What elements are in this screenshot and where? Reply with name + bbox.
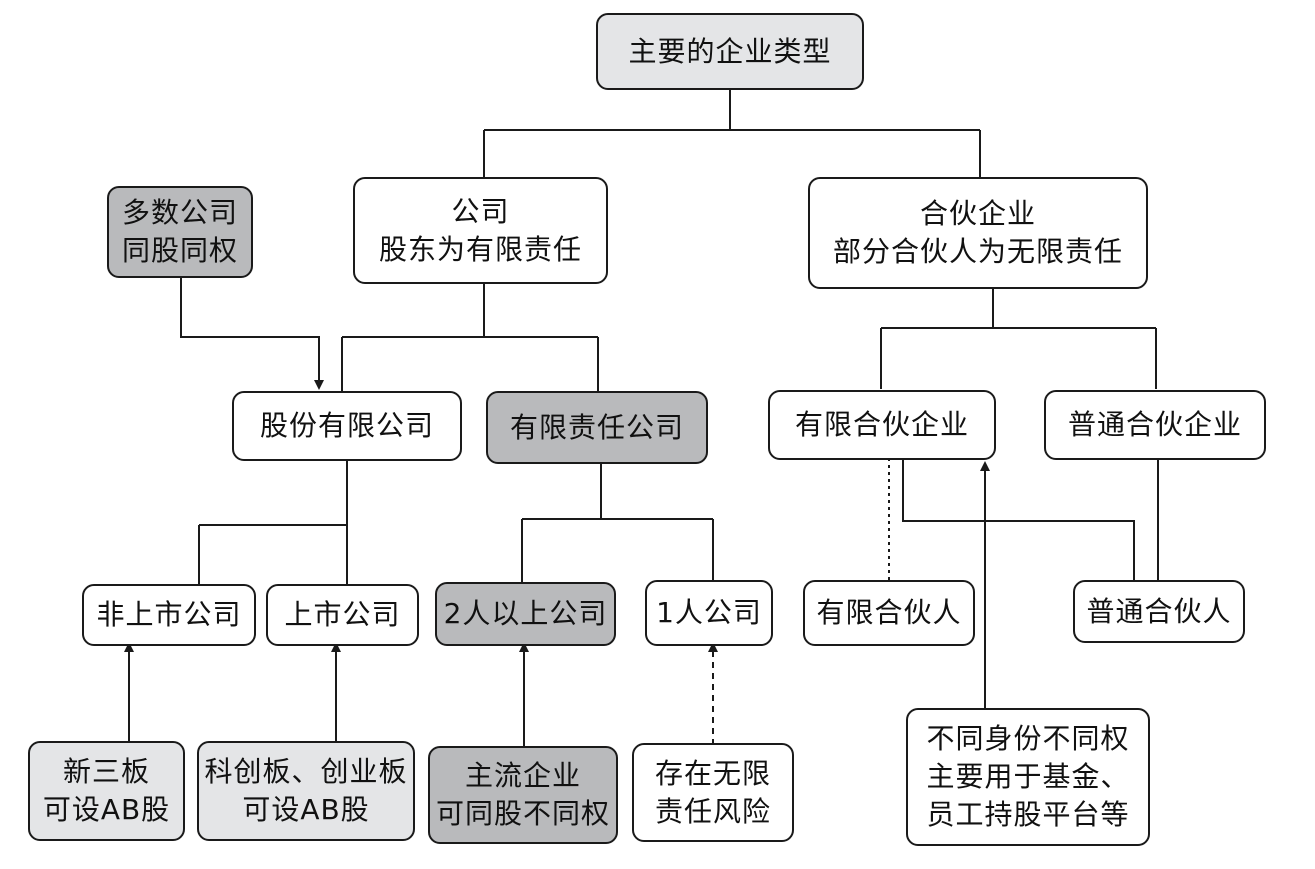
node-joint-stock-company: 股份有限公司 xyxy=(232,391,462,461)
node-star-chinext: 科创板、创业板 可设AB股 xyxy=(197,741,415,841)
node-general-partner: 普通合伙人 xyxy=(1073,580,1245,643)
node-partnership: 合伙企业 部分合伙人为无限责任 xyxy=(808,177,1148,289)
partnership-connector xyxy=(880,288,1157,389)
node-listed-company: 上市公司 xyxy=(266,584,419,646)
node-mainstream: 主流企业 可同股不同权 xyxy=(428,746,618,844)
node-two-plus-company: 2人以上公司 xyxy=(435,582,616,646)
node-one-person-company: 1人公司 xyxy=(645,580,773,646)
node-unlisted-company: 非上市公司 xyxy=(82,584,256,646)
node-unlimited-risk: 存在无限 责任风险 xyxy=(632,743,794,842)
node-limited-liability-company: 有限责任公司 xyxy=(486,391,708,464)
company-connector xyxy=(341,282,599,393)
node-most-companies: 多数公司 同股同权 xyxy=(107,186,253,278)
node-company: 公司 股东为有限责任 xyxy=(353,177,608,284)
joint-stock-connector xyxy=(198,459,348,586)
lp-to-general-partner-connector xyxy=(902,458,1135,582)
node-different-identity: 不同身份不同权 主要用于基金、 员工持股平台等 xyxy=(906,708,1150,846)
node-limited-partner: 有限合伙人 xyxy=(803,580,975,646)
node-root: 主要的企业类型 xyxy=(596,13,864,90)
limited-liability-connector xyxy=(521,462,714,585)
node-neeq: 新三板 可设AB股 xyxy=(28,741,185,841)
node-general-partnership: 普通合伙企业 xyxy=(1044,390,1266,460)
root-connector xyxy=(483,88,981,178)
arrow-most-companies-to-joint-stock xyxy=(180,276,324,390)
node-limited-partnership: 有限合伙企业 xyxy=(768,390,996,460)
